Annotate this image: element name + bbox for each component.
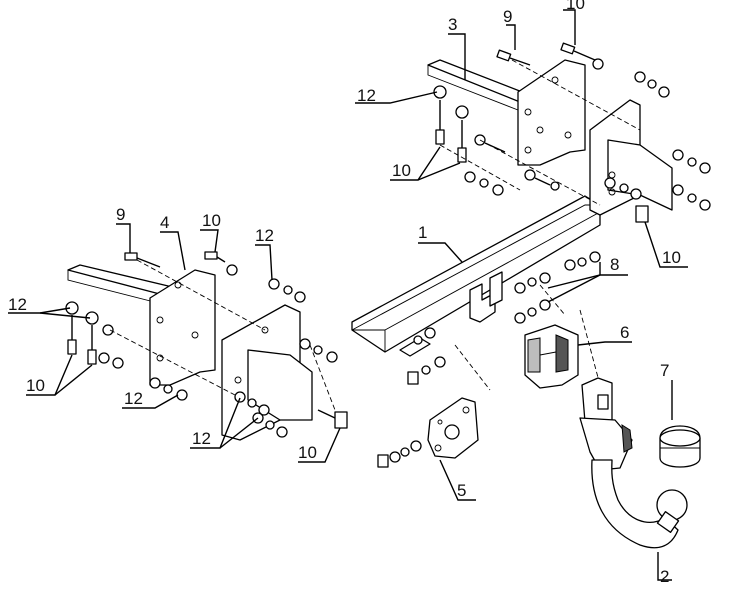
callout-12-left-lower: 12 (124, 389, 143, 408)
towball-neck (579, 377, 688, 549)
callout-10-right-upper: 10 (392, 161, 411, 180)
callout-4: 4 (160, 213, 169, 232)
bolt (124, 252, 161, 268)
callout-2: 2 (660, 567, 669, 586)
callout-5: 5 (457, 481, 466, 500)
callout-labels: 1 2 3 4 5 6 7 8 9 9 10 10 10 10 10 10 12… (8, 0, 681, 586)
crossbeam (351, 195, 601, 357)
bolt (204, 251, 226, 263)
callout-8: 8 (610, 255, 619, 274)
callout-1: 1 (418, 223, 427, 242)
leader-lines (8, 9, 688, 581)
callout-12-bottom: 12 (192, 429, 211, 448)
assembly-lines (109, 59, 641, 411)
callout-9-right: 9 (503, 7, 512, 26)
hardware (65, 42, 711, 468)
ball-cover (659, 425, 701, 468)
callout-10-left-upper: 10 (202, 211, 221, 230)
callout-10-top: 10 (566, 0, 585, 13)
callout-10-left-lower: 10 (26, 376, 45, 395)
callout-7: 7 (660, 361, 669, 380)
callout-12-left-top: 12 (255, 226, 274, 245)
callout-9-left: 9 (116, 205, 125, 224)
callout-12-right: 12 (357, 86, 376, 105)
callout-6: 6 (620, 323, 629, 342)
callout-10-bottom: 10 (298, 443, 317, 462)
callout-12-left-upper: 12 (8, 295, 27, 314)
left-bracket-assembly (67, 264, 313, 441)
socket-plate (427, 397, 479, 459)
callout-10-right-lower: 10 (662, 248, 681, 267)
callout-3: 3 (448, 15, 457, 34)
bolt (496, 49, 531, 66)
bolt (560, 42, 596, 61)
mounting-block (524, 324, 579, 389)
